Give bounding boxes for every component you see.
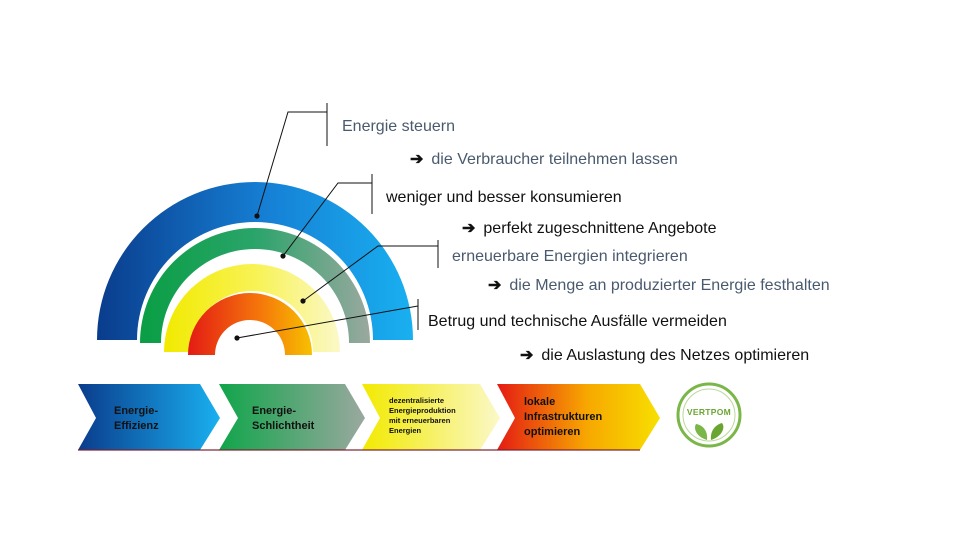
- process-step-3-shape: [362, 384, 500, 450]
- process-step-1-shape: [78, 384, 220, 450]
- logo-text: VERTPOM: [686, 407, 732, 417]
- leader-line-2: [282, 174, 373, 257]
- leader-line-1: [256, 103, 328, 217]
- arc-layer-2: [140, 228, 370, 343]
- layer-3-label: erneuerbare Energien integrieren: [452, 248, 688, 265]
- arc-layer-3: [164, 264, 340, 352]
- arrow-right-icon: ➔: [410, 151, 424, 168]
- leader-line-3: [302, 240, 439, 302]
- process-step-4-shape: [497, 384, 660, 450]
- layer-3-consequence: ➔die Menge an produzierter Energie festh…: [488, 277, 830, 294]
- leader-line-4: [236, 299, 419, 339]
- layer-4-consequence: ➔die Auslastung des Netzes optimieren: [520, 347, 810, 364]
- process-step-1-label: Energie-Effizienz: [114, 405, 159, 432]
- leaf-right-icon: [710, 423, 724, 440]
- arc-layer-1: [97, 182, 413, 340]
- process-step-2-label: Energie-Schlichtheit: [252, 405, 315, 432]
- layer-1-label: Energie steuern: [342, 118, 455, 135]
- process-step-2-shape: [219, 384, 365, 450]
- layer-1-consequence: ➔die Verbraucher teilnehmen lassen: [410, 151, 678, 168]
- layer-2-label: weniger und besser konsumieren: [386, 189, 622, 206]
- leaf-left-icon: [695, 424, 708, 440]
- marker-dot-4: [234, 335, 240, 341]
- layer-4-label: Betrug und technische Ausfälle vermeiden: [428, 313, 727, 330]
- layer-2-consequence: ➔perfekt zugeschnittene Angebote: [462, 220, 717, 237]
- arrow-right-icon: ➔: [520, 347, 534, 364]
- marker-dot-3: [300, 298, 306, 304]
- arrow-right-icon: ➔: [462, 220, 476, 237]
- marker-dot-2: [280, 253, 286, 259]
- arrow-right-icon: ➔: [488, 277, 502, 294]
- vertpom-logo: [676, 382, 742, 448]
- marker-dot-1: [254, 213, 260, 219]
- arc-layer-4: [188, 293, 312, 355]
